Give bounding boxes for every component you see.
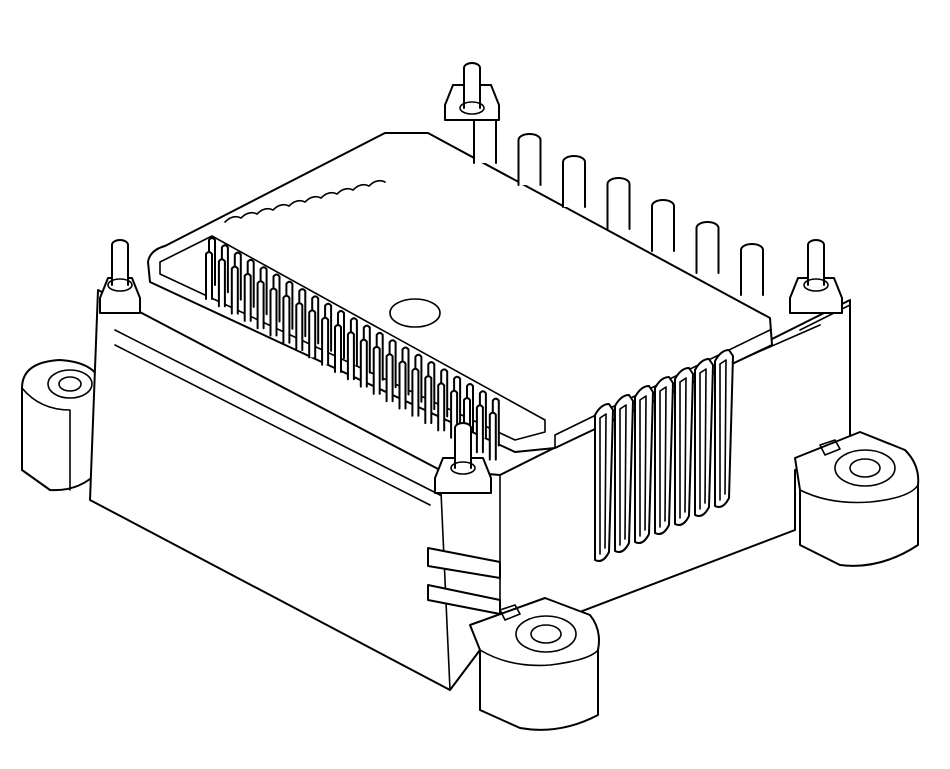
vent-slot-inner: [639, 395, 647, 537]
mounting-ear-right: [794, 431, 920, 567]
side-slots: [594, 349, 734, 562]
corner-post-pin: [111, 239, 129, 286]
connector-pin: [411, 367, 420, 417]
connector-pin: [334, 324, 342, 373]
connector-pin: [372, 345, 381, 395]
vent-slot-inner: [619, 404, 627, 546]
corner-clips: [427, 547, 501, 615]
connector-pin: [385, 353, 394, 403]
connector-pin: [488, 411, 497, 461]
corner-post-base: [99, 277, 141, 314]
vent-slot: [714, 349, 734, 508]
connector-pin: [346, 331, 355, 381]
vent-slot: [674, 367, 694, 526]
connector-pin: [475, 404, 484, 454]
corner-post-collar: [107, 278, 133, 292]
vent-slot: [654, 376, 674, 535]
rear-post: [695, 221, 720, 274]
corner-post-collar: [459, 101, 485, 115]
vent-slot: [614, 394, 634, 553]
connector-pin: [359, 338, 368, 388]
connector-pin: [217, 258, 226, 308]
vent-slot-inner: [659, 386, 667, 528]
rear-post: [651, 199, 675, 252]
connector-pin: [256, 280, 265, 330]
vent-slot-inner: [599, 413, 607, 555]
connector-pin: [398, 360, 407, 410]
corner-post-base: [789, 277, 843, 314]
mounting-ear-left: [21, 359, 101, 492]
connector-pin: [243, 272, 252, 322]
connector-pin: [282, 294, 291, 344]
corner-post-collar: [803, 278, 829, 292]
corner-post-base: [434, 457, 492, 494]
connector-pins: [205, 237, 500, 461]
corner-posts: [99, 62, 843, 494]
vent-slot: [694, 358, 714, 517]
vent-slot-inner: [699, 368, 707, 510]
rear-post: [606, 177, 631, 230]
corner-post-pin: [454, 422, 472, 469]
rear-post: [517, 133, 542, 186]
connector-pin: [230, 265, 239, 315]
vent-slot: [594, 403, 614, 562]
connector-pin: [308, 309, 317, 359]
connector-pin: [205, 251, 213, 300]
corner-post-collar: [450, 461, 476, 475]
mounting-ear-front: [469, 597, 600, 731]
connector-pin: [295, 302, 304, 352]
connector-pin: [269, 287, 278, 337]
vent-slot: [634, 385, 654, 544]
corner-post-pin: [463, 62, 481, 109]
rear-post: [562, 155, 586, 208]
vent-slot-inner: [679, 377, 687, 519]
rear-post: [740, 243, 764, 296]
connector-pin: [424, 375, 433, 425]
connector-pin: [321, 316, 330, 366]
corner-post-pin: [807, 239, 825, 286]
connector-pin: [437, 382, 446, 432]
vent-slot-inner: [719, 359, 727, 501]
module-lid: [147, 132, 773, 453]
